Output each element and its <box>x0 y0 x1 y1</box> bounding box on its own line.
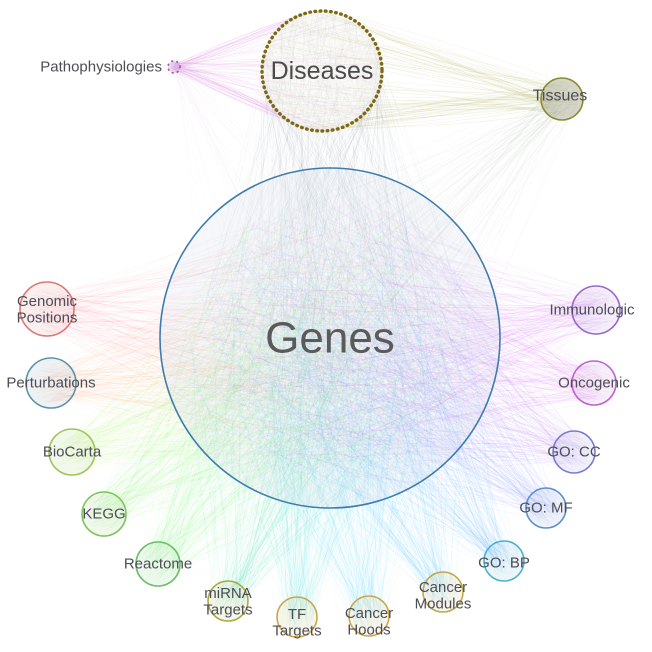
edge-bundle-go-mf-to-genes <box>193 196 562 525</box>
node-circle-genes[interactable] <box>159 167 501 509</box>
edge-bundle-tf-targets-to-genes <box>195 193 445 633</box>
node-label-immunologic: Immunologic <box>549 302 635 319</box>
node-label-go-cc: GO: CC <box>547 444 601 461</box>
node-circle-biocarta[interactable] <box>48 428 96 476</box>
node-label-diseases: Diseases <box>271 57 374 85</box>
node-circle-kegg[interactable] <box>81 491 127 537</box>
node-label-perturbations: Perturbations <box>6 375 95 392</box>
node-label-go-mf: GO: MF <box>519 500 572 517</box>
node-circle-tissues[interactable] <box>540 77 584 121</box>
node-circle-perturbations[interactable] <box>25 357 77 409</box>
node-circle-cancer-hoods[interactable] <box>348 595 390 637</box>
edge-bundle-oncogenic-to-genes <box>195 195 613 476</box>
node-circle-cancer-modules[interactable] <box>422 571 464 613</box>
edge-bundle-cancer-modules-to-genes <box>194 205 467 607</box>
edge-bundle-go-cc-to-genes <box>195 209 592 478</box>
node-label-kegg: KEGG <box>82 506 125 523</box>
edge-bundle-perturbations-to-genes <box>29 197 468 475</box>
edge-bundle-diseases-to-genes <box>190 10 470 479</box>
node-label-pathophysiologies: Pathophysiologies <box>40 59 162 76</box>
edge-bundle-tissues-to-genes <box>193 81 580 475</box>
edge-bundle-pathophysiologies-to-genes <box>169 61 442 452</box>
node-label-genes: Genes <box>265 314 395 363</box>
node-circle-go-cc[interactable] <box>552 430 596 474</box>
edge-bundle-biocarta-to-genes <box>53 204 468 477</box>
node-circle-pathophysiologies[interactable] <box>167 60 181 74</box>
edge-bundle-reactome-to-genes <box>141 195 459 581</box>
edge-bundle-genomic-positions-to-genes <box>24 203 474 470</box>
edge-bundle-kegg-to-genes <box>86 201 465 532</box>
node-label-biocarta: BioCarta <box>43 444 102 461</box>
node-label-go-bp: GO: BP <box>478 555 530 572</box>
node-circle-go-mf[interactable] <box>525 487 567 529</box>
node-circle-go-bp[interactable] <box>483 540 525 582</box>
node-circle-immunologic[interactable] <box>571 285 621 335</box>
node-circle-oncogenic[interactable] <box>571 360 617 406</box>
node-circle-tf-targets[interactable] <box>276 596 318 638</box>
edge-bundle-pathophysiologies-to-diseases <box>169 11 382 132</box>
node-circle-genomic-positions[interactable] <box>19 281 75 337</box>
node-label-reactome: Reactome <box>124 556 192 573</box>
node-circle-reactome[interactable] <box>135 541 181 587</box>
edge-bundle-mirna-targets-to-genes <box>188 195 462 618</box>
edge-bundle-cancer-hoods-to-genes <box>189 210 472 631</box>
node-circle-diseases[interactable] <box>260 9 384 133</box>
edge-bundle-immunologic-to-genes <box>200 199 617 478</box>
node-label-oncogenic: Oncogenic <box>558 375 630 392</box>
node-label-tissues: Tissues <box>533 88 588 105</box>
node-circle-mirna-targets[interactable] <box>207 580 249 622</box>
edge-bundle-diseases-to-diseases <box>261 10 383 132</box>
